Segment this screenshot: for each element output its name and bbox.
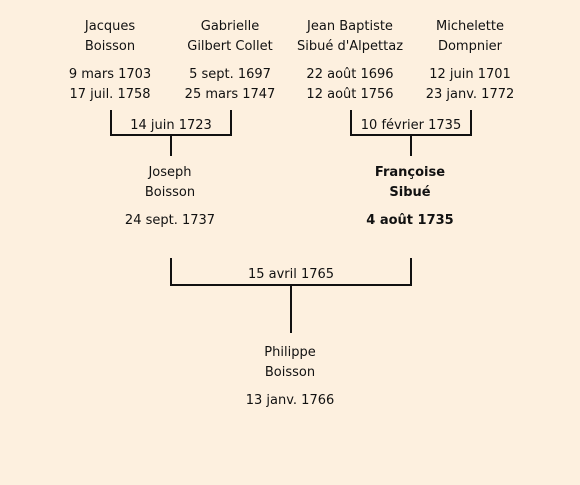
- connector-line: [290, 286, 292, 333]
- last-name: Boisson: [144, 185, 196, 200]
- birth-date: 22 août 1696: [306, 67, 394, 82]
- last-name: Boisson: [264, 365, 316, 380]
- connector-line: [170, 136, 172, 156]
- birth-date: 4 août 1735: [366, 213, 454, 228]
- birth-date: 9 mars 1703: [68, 67, 152, 82]
- death-date: 23 janv. 1772: [425, 87, 515, 102]
- connector-line: [410, 136, 412, 156]
- first-name: Gabrielle: [200, 19, 260, 34]
- death-date: 17 juil. 1758: [69, 87, 151, 102]
- first-name: Jean Baptiste: [307, 19, 393, 34]
- last-name: Gilbert Collet: [187, 39, 273, 54]
- birth-date: 13 janv. 1766: [245, 393, 335, 408]
- connector-line: [470, 110, 472, 136]
- first-name: Michelette: [435, 19, 504, 34]
- connector-line: [410, 258, 412, 286]
- first-name: Jacques: [84, 19, 136, 34]
- person-jean-baptiste-sibue[interactable]: Jean Baptiste Sibué d'Alpettaz 22 août 1…: [275, 17, 425, 105]
- death-date: 12 août 1756: [306, 87, 394, 102]
- death-date: 25 mars 1747: [184, 87, 276, 102]
- last-name: Dompnier: [437, 39, 503, 54]
- first-name: Philippe: [264, 345, 316, 360]
- marriage-date-parents: 15 avril 1765: [247, 267, 335, 282]
- birth-date: 12 juin 1701: [429, 67, 511, 82]
- person-philippe-boisson[interactable]: Philippe Boisson 13 janv. 1766: [215, 343, 365, 411]
- marriage-date-paternal: 14 juin 1723: [130, 118, 212, 133]
- person-joseph-boisson[interactable]: Joseph Boisson 24 sept. 1737: [95, 163, 245, 231]
- birth-date: 5 sept. 1697: [189, 67, 271, 82]
- connector-line: [350, 134, 472, 136]
- last-name: Sibué d'Alpettaz: [296, 39, 404, 54]
- connector-line: [110, 110, 112, 136]
- first-name: Françoise: [374, 165, 446, 180]
- last-name: Sibué: [389, 185, 431, 200]
- connector-line: [110, 134, 232, 136]
- person-francoise-sibue[interactable]: Françoise Sibué 4 août 1735: [335, 163, 485, 231]
- birth-date: 24 sept. 1737: [124, 213, 216, 228]
- marriage-date-maternal: 10 février 1735: [360, 118, 462, 133]
- connector-line: [230, 110, 232, 136]
- last-name: Boisson: [84, 39, 136, 54]
- connector-line: [170, 258, 172, 286]
- person-jacques-boisson[interactable]: Jacques Boisson 9 mars 1703 17 juil. 175…: [35, 17, 185, 105]
- person-gabrielle-gilbert-collet[interactable]: Gabrielle Gilbert Collet 5 sept. 1697 25…: [155, 17, 305, 105]
- person-michelette-dompnier[interactable]: Michelette Dompnier 12 juin 1701 23 janv…: [395, 17, 545, 105]
- connector-line: [170, 284, 412, 286]
- connector-line: [350, 110, 352, 136]
- first-name: Joseph: [148, 165, 192, 180]
